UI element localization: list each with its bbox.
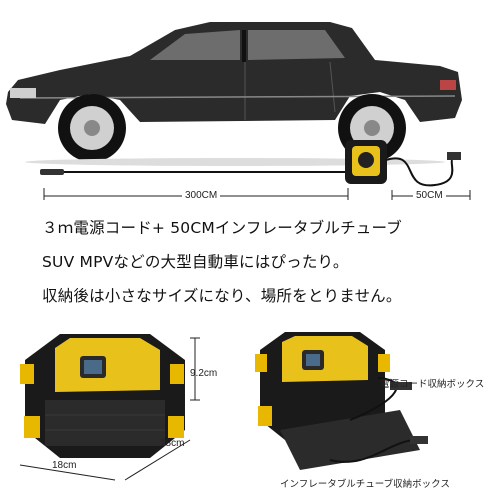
depth-label: 18cm: [160, 438, 185, 449]
headline-compact-storage: 収納後は小さなサイズになり、場所をとりません。: [42, 287, 402, 305]
compressor-front-view: [19, 334, 200, 481]
car-wheel-front: [58, 94, 126, 162]
cord-length-label: 300CM: [182, 190, 221, 201]
car-window-front: [150, 30, 240, 60]
car-body: [6, 22, 462, 124]
car-window-rear: [248, 30, 345, 60]
air-hose: [385, 157, 454, 187]
compressor-small: [345, 140, 387, 184]
compressor-storage-view: [255, 332, 428, 470]
width-label: 18cm: [52, 460, 77, 471]
hose-length-label: 50CM: [413, 190, 446, 201]
cord-storage-label: 電源コード収納ボックス: [380, 379, 485, 390]
headline-cord-tube: ３ｍ電源コード+ 50CMインフレータブルチューブ: [42, 219, 402, 237]
tube-storage-label: インフレータブルチューブ収納ボックス: [280, 479, 450, 490]
height-label: 9.2cm: [190, 368, 218, 379]
car-illustration: [6, 22, 471, 200]
headline-suitable-vehicles: SUV MPVなどの大型自動車にはぴったり。: [42, 253, 349, 271]
